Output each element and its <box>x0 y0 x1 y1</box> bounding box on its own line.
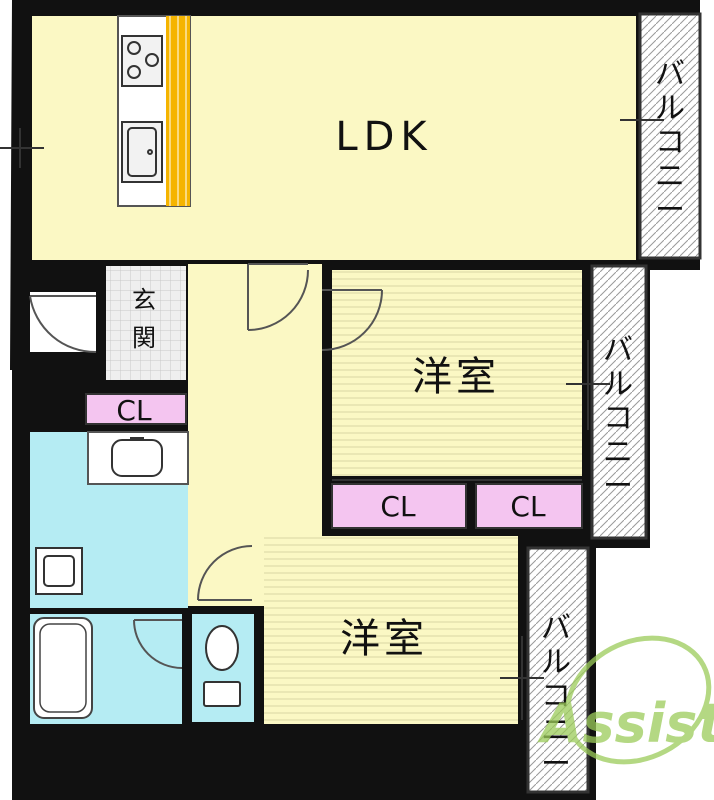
svg-text:ニ: ニ <box>603 435 633 470</box>
sink-icon <box>121 121 163 183</box>
entrance-label-1: 玄 <box>132 286 156 314</box>
western-upper-label: 洋室 <box>412 354 500 400</box>
balcony-bottom-label: バ ル コ ニ ー <box>541 611 571 782</box>
bathtub-icon <box>33 617 93 719</box>
balcony-middle-label: バ ル コ ニ ー <box>603 333 633 504</box>
entrance-label-2: 関 <box>132 324 156 352</box>
svg-text:ー: ー <box>655 193 685 228</box>
entrance-door <box>29 292 97 354</box>
svg-text:コ: コ <box>603 401 633 436</box>
balcony-top-label: バ ル コ ニ ー <box>655 57 685 228</box>
assist-logo: Assist <box>537 635 714 765</box>
entrance <box>106 266 186 380</box>
svg-text:バ: バ <box>541 611 571 646</box>
toilet-icon <box>203 625 241 707</box>
window-left <box>0 128 44 168</box>
stove-icon <box>121 35 163 87</box>
washing-machine-icon <box>35 547 83 595</box>
upper-room-door <box>321 289 383 351</box>
western-room-upper <box>332 270 582 476</box>
washbasin-icon <box>111 437 163 477</box>
balcony-middle <box>590 264 648 540</box>
closet-hall-label: CL <box>116 394 152 427</box>
svg-text:ル: ル <box>541 645 571 680</box>
bathtub-inner <box>39 623 87 713</box>
closet-upper-left-label: CL <box>380 490 416 523</box>
ldk-door <box>247 263 309 331</box>
svg-text:ル: ル <box>655 91 685 126</box>
svg-text:ー: ー <box>603 469 633 504</box>
window-right <box>620 76 664 160</box>
closet-upper-left <box>331 483 467 529</box>
svg-text:バ: バ <box>603 333 633 368</box>
balcony-top <box>638 12 702 260</box>
ldk-label: LDK <box>335 114 432 160</box>
balcony-bottom <box>526 546 590 794</box>
svg-text:バ: バ <box>655 57 685 92</box>
closet-upper-right-label: CL <box>510 490 546 523</box>
logo-text: Assist <box>537 692 714 755</box>
lower-room-door <box>197 545 253 601</box>
svg-text:ニ: ニ <box>655 159 685 194</box>
svg-text:コ: コ <box>655 125 685 160</box>
closet-hall <box>85 393 187 425</box>
svg-text:ー: ー <box>541 747 571 782</box>
svg-text:ル: ル <box>603 367 633 402</box>
window-middle <box>566 340 610 430</box>
western-lower-label: 洋室 <box>340 616 428 662</box>
bathroom-door <box>133 619 183 669</box>
closet-upper-right <box>475 483 583 529</box>
western-room-lower <box>264 536 518 724</box>
window-lower <box>500 636 544 720</box>
